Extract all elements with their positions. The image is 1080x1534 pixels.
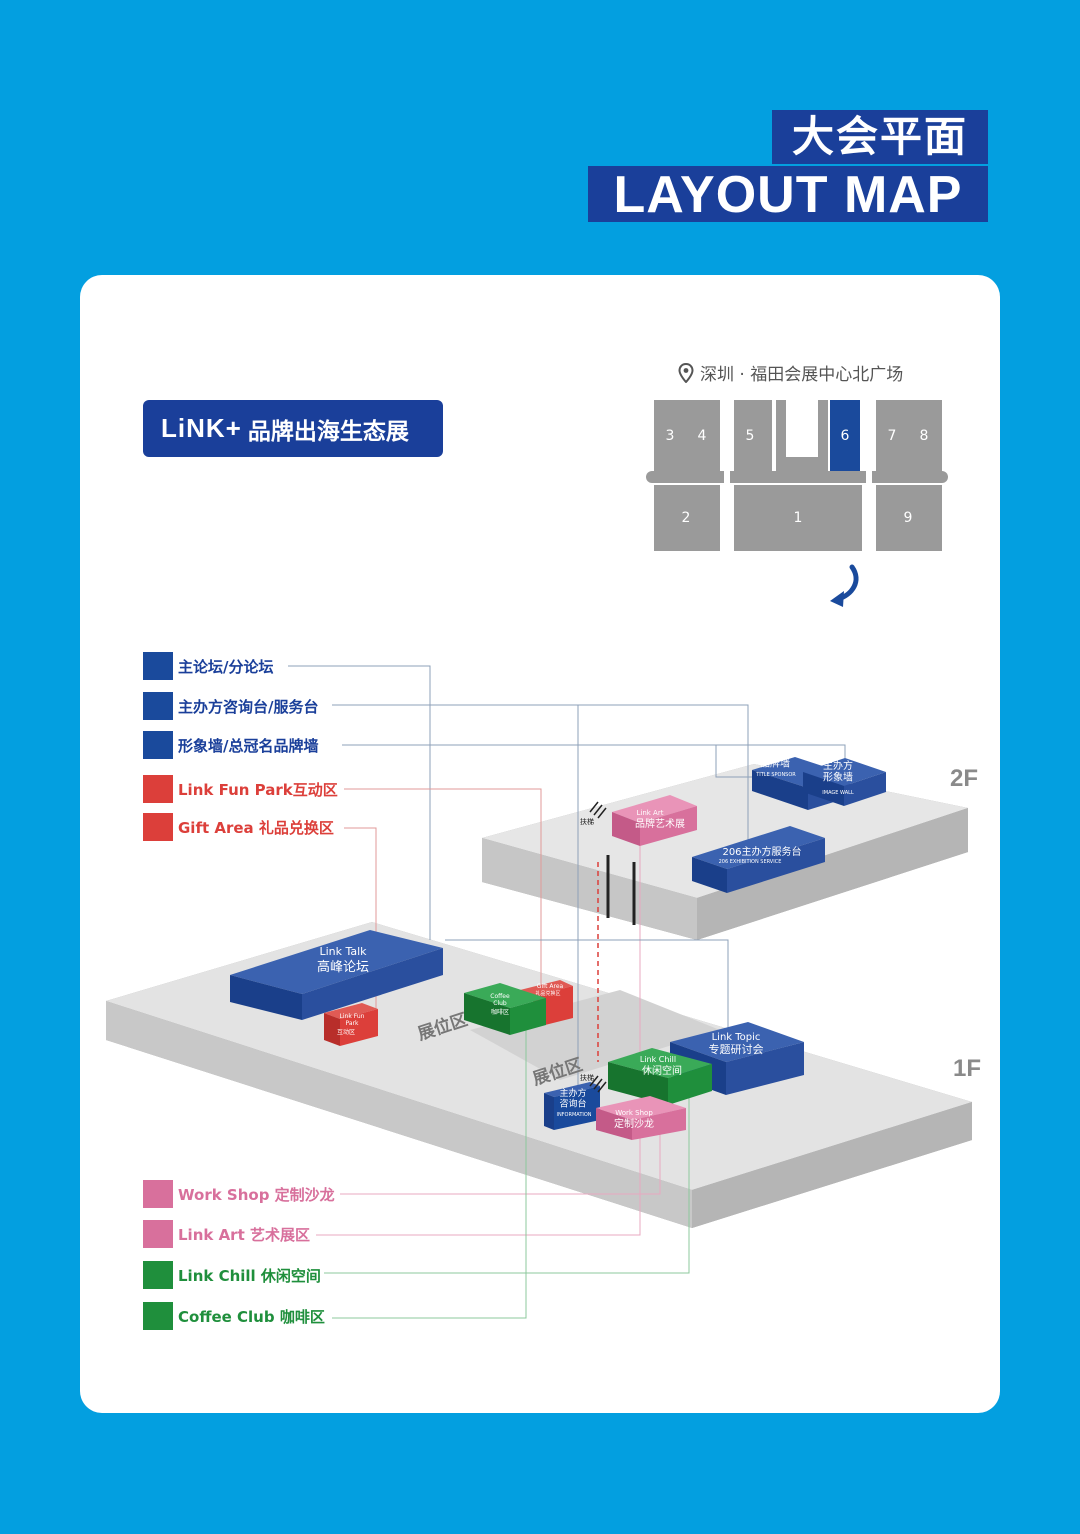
page-title-cn: 大会平面图 [772, 110, 988, 215]
hall-label-3: 3 [666, 428, 675, 444]
block-link-talk: Link Talk 高峰论坛 [230, 930, 443, 1020]
hall-7 [876, 400, 910, 472]
svg-text:TITLE SPONSOR: TITLE SPONSOR [755, 772, 796, 778]
arrow-head-icon [830, 591, 844, 607]
block-link-art: Link Art 品牌艺术展 [612, 795, 697, 846]
hall-label-8: 8 [920, 428, 929, 444]
leader-line-link-topic [445, 939, 729, 1038]
hall-4 [686, 400, 720, 472]
svg-text:主办方形象墙: 主办方形象墙 [823, 759, 853, 784]
hall-label-4: 4 [698, 428, 707, 444]
leader-line-workshop [340, 1130, 661, 1195]
svg-text:扶梯: 扶梯 [580, 817, 594, 826]
svg-text:礼品兑换区: 礼品兑换区 [535, 990, 560, 997]
legend-item-coffee-club: Coffee Club 咖啡区 [143, 1302, 325, 1330]
floor-label-2f: 2F [950, 765, 979, 792]
svg-text:Link Chill: Link Chill [640, 1055, 676, 1064]
hall-1 [734, 485, 862, 551]
svg-text:206 EXHIBITION SERVICE: 206 EXHIBITION SERVICE [719, 859, 782, 865]
legend-item-workshop: Work Shop 定制沙龙 [143, 1180, 335, 1208]
svg-text:高峰论坛: 高峰论坛 [317, 959, 369, 975]
hall-label-7: 7 [888, 428, 897, 444]
hall-label-5: 5 [746, 428, 755, 444]
hall-label-2: 2 [682, 510, 691, 526]
block-info-desk: 主办方咨询台 INFORMATION [544, 1082, 600, 1130]
leader-line-title-wall [715, 745, 760, 778]
svg-text:INFORMATION: INFORMATION [556, 1112, 591, 1118]
svg-text:互动区: 互动区 [337, 1029, 355, 1036]
venue-overview-map: 3 4 5 6 7 8 2 1 9 [646, 395, 948, 607]
hall-8 [908, 400, 942, 472]
block-service-desk: 206主办方服务台 206 EXHIBITION SERVICE [692, 826, 825, 893]
svg-text:咖啡区: 咖啡区 [491, 1008, 509, 1016]
leader-line-service [332, 704, 749, 840]
hall-6 [830, 400, 860, 472]
exhibition-badge: LiNK+ 品牌出海生态展 [143, 400, 443, 457]
exhibition-name: 品牌出海生态展 [247, 418, 409, 445]
svg-text:定制沙龙: 定制沙龙 [614, 1117, 654, 1130]
escalator-2f-icon: 扶梯 [580, 801, 607, 826]
overview-road [646, 471, 948, 483]
leader-line-chill [324, 1085, 690, 1274]
link-logo: LiNK+ [161, 413, 242, 443]
legend-item-fun-park: Link Fun Park互动区 [143, 775, 338, 803]
block-link-chill: Link Chill 休闲空间 [608, 1048, 712, 1105]
svg-text:专题研讨会: 专题研讨会 [709, 1042, 764, 1056]
legend-item-forum: 主论坛/分论坛 [143, 652, 273, 680]
legend-item-link-chill: Link Chill 休闲空间 [143, 1261, 321, 1289]
legend-item-gift-area: Gift Area 礼品兑换区 [143, 813, 334, 841]
leader-line-link-art [316, 835, 641, 1236]
svg-text:Link Art: Link Art [637, 809, 664, 817]
leader-line-forum [288, 665, 431, 940]
svg-text:休闲空间: 休闲空间 [642, 1064, 682, 1077]
svg-text:Work Shop: Work Shop [615, 1109, 653, 1117]
venue-location-text: 深圳 · 福田会展中心北广场 [700, 365, 904, 385]
legend-item-link-art: Link Art 艺术展区 [143, 1220, 310, 1248]
svg-text:Gift Area: Gift Area [537, 983, 564, 990]
hall-2 [654, 485, 720, 551]
location-pin-icon [678, 362, 694, 383]
legend-item-image-wall: 形象墙/总冠名品牌墙 [143, 731, 318, 759]
hall-3 [654, 400, 688, 472]
page-title-en: LAYOUT MAP [588, 166, 988, 224]
escalator-1f-icon: 扶梯 [580, 1073, 607, 1093]
svg-text:品牌艺术展: 品牌艺术展 [635, 817, 685, 830]
svg-text:扶梯: 扶梯 [580, 1073, 594, 1082]
svg-text:Link Topic: Link Topic [712, 1032, 761, 1043]
floor-label-1f: 1F [953, 1055, 982, 1082]
legend-item-info-desk: 主办方咨询台/服务台 [143, 692, 318, 720]
hall-5 [734, 400, 772, 472]
block-workshop: Work Shop 定制沙龙 [596, 1096, 686, 1140]
block-image-wall: 主办方形象墙 IMAGE WALL [803, 758, 886, 806]
svg-text:206主办方服务台: 206主办方服务台 [722, 845, 801, 858]
hall-label-9: 9 [904, 510, 913, 526]
hall-label-1: 1 [794, 510, 803, 526]
svg-text:Link Talk: Link Talk [319, 945, 367, 958]
svg-text:主办方咨询台: 主办方咨询台 [559, 1087, 586, 1109]
leader-line-coffee [332, 1030, 527, 1319]
svg-text:总冠名品牌墙: 总冠名品牌墙 [760, 745, 790, 770]
svg-text:IMAGE WALL: IMAGE WALL [822, 790, 854, 796]
leader-line-fun-park [344, 788, 542, 995]
venue-location: 深圳 · 福田会展中心北广场 [678, 360, 903, 385]
hall-label-6: 6 [841, 428, 850, 444]
hall-9 [876, 485, 942, 551]
